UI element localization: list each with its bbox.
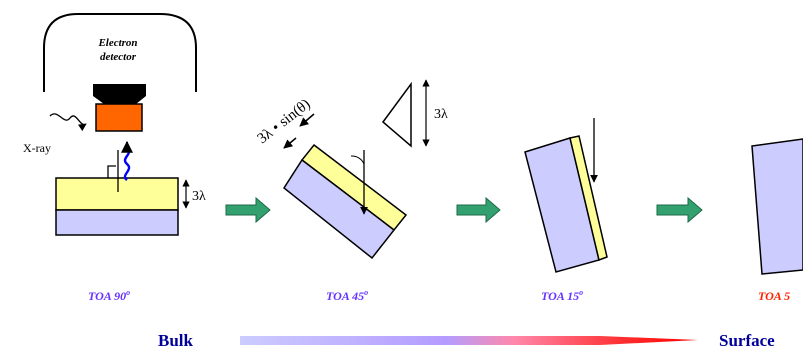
transition-arrow-1 <box>225 196 271 224</box>
xray-label: X-ray <box>23 141 51 155</box>
detector-label-line1: Electron <box>97 37 137 49</box>
detector-body <box>95 103 143 132</box>
surface-label: Surface <box>719 331 775 350</box>
detector-label-line2: detector <box>100 51 137 63</box>
detector-cone <box>93 84 146 104</box>
sample-toa-5 <box>751 138 803 275</box>
sample-toa-45 <box>283 143 408 260</box>
electron-detector: Electron detector <box>43 13 197 132</box>
bulk-surface-gradient <box>240 336 698 345</box>
bulk-layer <box>283 158 396 260</box>
svg-text:TOA 5: TOA 5 <box>758 289 790 303</box>
surface-layer <box>569 135 608 262</box>
toa-label-90: TOA 90o <box>88 288 130 303</box>
projected-thickness-arrows <box>283 113 315 149</box>
bulk-layer <box>751 138 803 275</box>
depth-marker <box>107 165 116 178</box>
toa-label-45: TOA 45o <box>326 288 368 303</box>
photoelectron-wave <box>123 147 131 181</box>
toa-label-5: TOA 5 <box>758 289 790 303</box>
svg-text:TOA 15o: TOA 15o <box>541 288 583 303</box>
detector-housing <box>43 13 197 92</box>
transition-arrow-3 <box>656 196 703 224</box>
bulk-label: Bulk <box>158 331 194 350</box>
svg-text:TOA 45o: TOA 45o <box>326 288 368 303</box>
xray-arrow <box>49 113 87 132</box>
surface-layer <box>55 177 179 211</box>
geometry-triangle <box>381 79 430 148</box>
bulk-layer <box>55 209 179 236</box>
sample-toa-15 <box>524 118 608 273</box>
transition-arrow-2 <box>456 196 501 224</box>
toa-label-15: TOA 15o <box>541 288 583 303</box>
sample-toa-90 <box>55 140 179 236</box>
triangle-height-label: 3λ <box>434 107 448 122</box>
thickness-label: 3λ <box>192 189 206 204</box>
svg-text:TOA 90o: TOA 90o <box>88 288 130 303</box>
